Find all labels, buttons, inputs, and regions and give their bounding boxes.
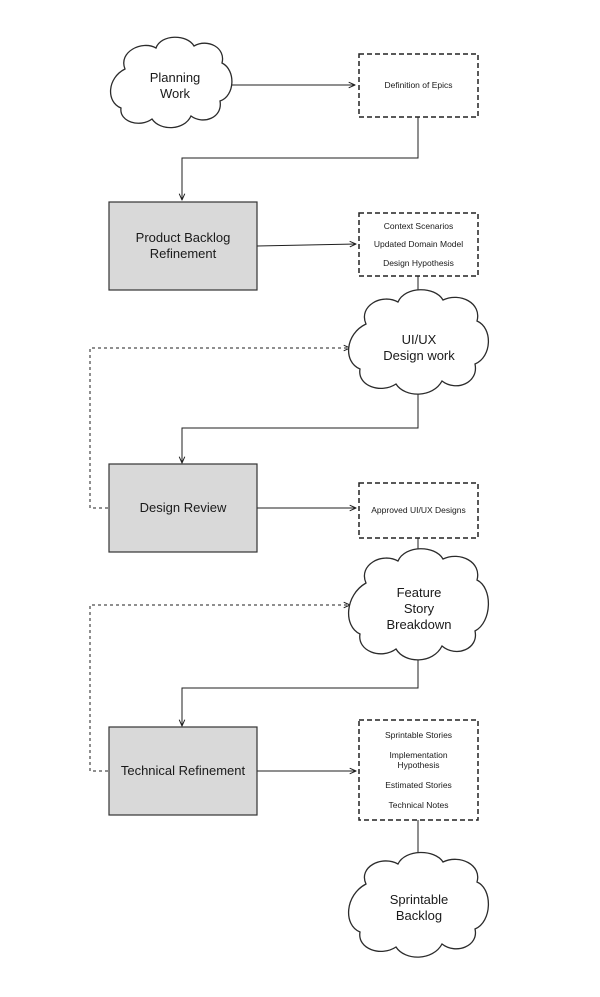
artifact-item: Estimated Stories [385, 780, 452, 790]
artifact-box-context [358, 212, 479, 277]
artifact-list-approved: Approved UI/UX Designs [359, 483, 478, 538]
box-product-backlog-refinement [108, 201, 258, 291]
artifact-item: Sprintable Stories [384, 729, 453, 740]
cloud-uiux-design-work [347, 289, 489, 395]
connector-feature-to-tech-refinement [182, 656, 419, 726]
feedback-tech-to-feature [89, 605, 350, 772]
process-label-design-review: Design Review [139, 499, 227, 515]
artifact-item: Approved UI/UX Designs [371, 505, 466, 516]
box-technical-refinement [108, 726, 258, 816]
artifact-box-approved [358, 482, 479, 539]
artifact-item: Definition of Epics [384, 80, 453, 91]
process-label-tech-refinement: Technical Refinement [120, 762, 246, 778]
cloud-label-feature: Feature Story Breakdown [386, 584, 452, 633]
artifact-list-epics: Definition of Epics [359, 54, 478, 117]
cloud-label-sprintable: Sprintable Backlog [389, 891, 449, 923]
artifact-item: Technical Notes [388, 800, 449, 810]
feedback-review-to-uiux [89, 348, 350, 509]
connector-pbr-to-context [256, 244, 356, 246]
artifact-item: Implementation Hypothesis [389, 749, 448, 770]
artifact-item: Updated Domain Model [373, 239, 464, 250]
connector-uiux-to-design-review [182, 394, 419, 463]
cloud-sprintable-backlog [347, 851, 489, 958]
cloud-feature-story-breakdown [347, 548, 489, 661]
box-design-review [108, 463, 258, 553]
connector-epics-to-pbr [182, 117, 419, 200]
artifact-box-epics [358, 53, 479, 118]
cloud-planning-work [109, 36, 233, 129]
cloud-label-uiux: UI/UX Design work [383, 331, 455, 363]
artifact-list-context: Context Scenarios Updated Domain Model D… [359, 213, 478, 276]
artifact-box-stories [358, 719, 479, 821]
artifact-item: Context Scenarios [383, 221, 454, 232]
artifact-item: Design Hypothesis [383, 257, 454, 268]
cloud-label-planning: Planning Work [149, 69, 201, 101]
artifact-list-stories: Sprintable Stories Implementation Hypoth… [359, 720, 478, 820]
process-label-pbr: Product Backlog Refinement [135, 229, 231, 261]
